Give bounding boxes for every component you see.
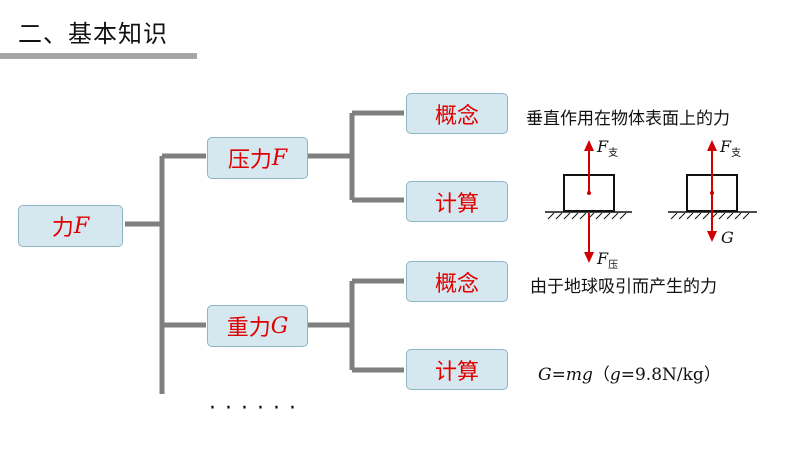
gravity-definition: 由于地球吸引而产生的力 — [530, 277, 717, 297]
fig1-pressure-force-label: F压 — [597, 249, 619, 272]
section-title: 二、基本知识 — [18, 20, 168, 48]
fig2-support-force-label: F支 — [720, 137, 742, 160]
gravity-formula: G=mg（g=9.8N/kg） — [538, 365, 721, 385]
title-underline — [0, 53, 197, 59]
node-gravity-var: G — [270, 313, 289, 339]
node-pressure-calc: 计算 — [406, 181, 508, 222]
figure-pressure-diagram — [545, 140, 632, 263]
pressure-definition: 垂直作用在物体表面上的力 — [526, 109, 730, 129]
node-pressure-concept: 概念 — [406, 93, 508, 134]
node-gravity-concept: 概念 — [406, 261, 508, 302]
node-pressure-var: F — [271, 145, 288, 171]
node-gravity-label: 重力 — [226, 316, 271, 341]
fig2-gravity-label: G — [721, 228, 734, 247]
node-pressure-label: 压力 — [227, 148, 272, 173]
node-force-label: 力 — [51, 216, 74, 241]
node-gravity-calc: 计算 — [406, 349, 508, 390]
ellipsis: ······ — [209, 396, 305, 421]
figure-gravity-diagram — [668, 140, 757, 242]
fig1-support-force-label: F支 — [597, 137, 619, 160]
node-force-var: F — [73, 213, 90, 239]
